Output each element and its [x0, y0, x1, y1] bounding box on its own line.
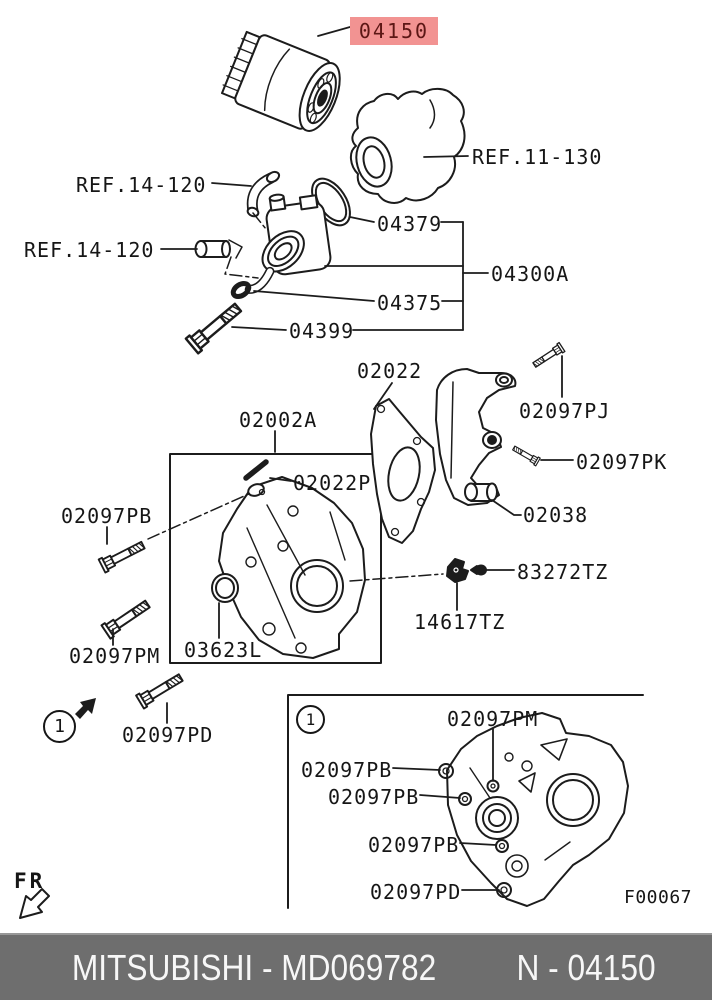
- leader-lines: [106, 26, 574, 891]
- footer-bar: MITSUBISHI - MD069782 N - 04150: [0, 933, 712, 1000]
- pin-drawing: [243, 459, 269, 481]
- ref-label-11-130[interactable]: REF.11-130: [472, 145, 603, 169]
- o-ring-drawing: [230, 280, 252, 300]
- footer-catalog-number: N - 04150: [516, 946, 656, 988]
- footer-brand-part-number: MITSUBISHI - MD069782: [71, 946, 437, 988]
- view-marker-1: 1: [43, 710, 76, 743]
- part-label-04375[interactable]: 04375: [377, 291, 443, 315]
- oil-cooler-drawing: [244, 193, 332, 294]
- figure-code: F00067: [624, 887, 693, 908]
- highlighted-part-label[interactable]: 04150: [350, 17, 438, 45]
- bolt-02097pm: [100, 596, 153, 640]
- part-label-04300a[interactable]: 04300A: [491, 262, 570, 286]
- sensor-drawing: [446, 558, 469, 583]
- inset-part-label-02097pb-lower[interactable]: 02097PB: [368, 833, 460, 857]
- bolt-02097pd: [135, 670, 186, 710]
- gasket-drawing: [370, 398, 436, 544]
- fitting-drawing: [194, 239, 243, 259]
- part-label-03623l[interactable]: 03623L: [184, 638, 263, 662]
- part-label-02097pb[interactable]: 02097PB: [61, 504, 153, 528]
- inset-part-label-02097pb-upper[interactable]: 02097PB: [301, 758, 393, 782]
- bolt-02097pk: [510, 443, 541, 467]
- part-label-02097pk[interactable]: 02097PK: [576, 450, 668, 474]
- bracket-drawing: [435, 368, 517, 506]
- part-label-83272tz[interactable]: 83272TZ: [517, 560, 609, 584]
- inset-part-label-02097pm[interactable]: 02097PM: [447, 707, 539, 731]
- ref-label-14-120-top[interactable]: REF.14-120: [76, 173, 207, 197]
- part-label-02097pj[interactable]: 02097PJ: [519, 399, 611, 423]
- hose-drawing: [246, 170, 281, 218]
- oil-seal-drawing: [211, 573, 239, 603]
- part-label-04399[interactable]: 04399: [289, 319, 355, 343]
- fr-direction-label: FR: [14, 869, 46, 893]
- timing-case-drawing: [218, 476, 366, 659]
- exploded-view-line-art: [19, 26, 644, 919]
- detail-a-box: [169, 453, 382, 664]
- part-label-02002a[interactable]: 02002A: [239, 408, 318, 432]
- part-label-04379[interactable]: 04379: [377, 212, 443, 236]
- oil-filter-drawing: [221, 30, 341, 132]
- inset-frame: [287, 694, 644, 909]
- bolt-02097pj: [530, 341, 566, 371]
- inset-part-label-02097pd[interactable]: 02097PD: [370, 880, 462, 904]
- fr-direction-arrow-icon: [19, 888, 50, 919]
- ref-label-14-120-left[interactable]: REF.14-120: [24, 238, 155, 262]
- part-label-02022[interactable]: 02022: [357, 359, 423, 383]
- inset-case-drawing: [438, 712, 629, 907]
- part-label-02097pm[interactable]: 02097PM: [69, 644, 161, 668]
- bolt-02097pb: [97, 537, 148, 574]
- part-label-02097pd[interactable]: 02097PD: [122, 723, 214, 747]
- inset-part-label-02097pb-middle[interactable]: 02097PB: [328, 785, 420, 809]
- assembly-axis-lines: [147, 212, 444, 582]
- part-label-02038[interactable]: 02038: [523, 503, 589, 527]
- inset-view-marker-1: 1: [296, 705, 325, 734]
- part-label-14617tz[interactable]: 14617TZ: [414, 610, 506, 634]
- small-bolt-drawing: [470, 564, 487, 576]
- housing-drawing: [350, 87, 466, 204]
- part-label-02022p[interactable]: 02022P: [293, 471, 372, 495]
- view-marker-arrow-icon: [75, 698, 96, 719]
